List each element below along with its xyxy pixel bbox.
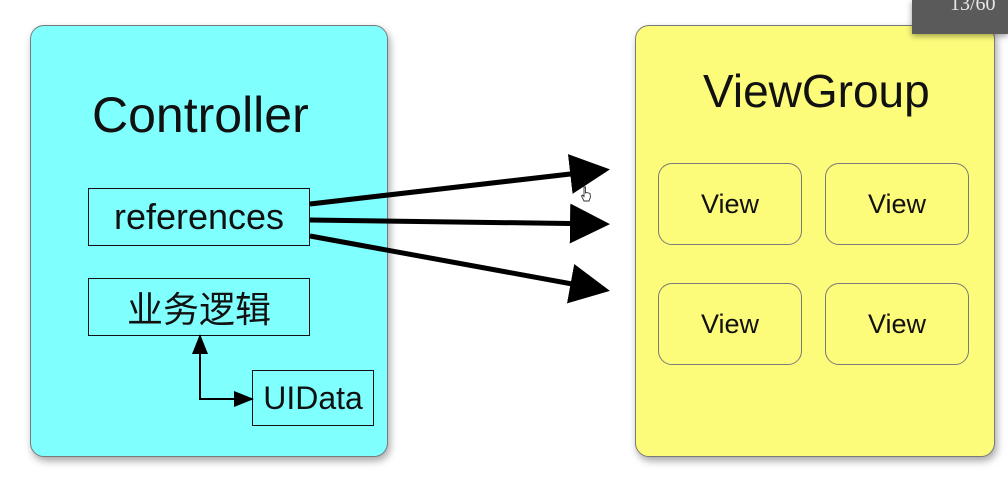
viewgroup-panel	[635, 25, 995, 457]
view-box: View	[658, 163, 802, 245]
view-box: View	[825, 163, 969, 245]
controller-title: Controller	[92, 87, 309, 143]
hand-cursor-icon	[580, 186, 591, 202]
viewgroup-title: ViewGroup	[703, 65, 930, 117]
business-logic-box: 业务逻辑	[88, 278, 310, 336]
uidata-box: UIData	[252, 370, 374, 426]
page-indicator: 13/60	[912, 0, 1008, 34]
view-box: View	[658, 283, 802, 365]
references-box: references	[88, 188, 310, 246]
view-box: View	[825, 283, 969, 365]
